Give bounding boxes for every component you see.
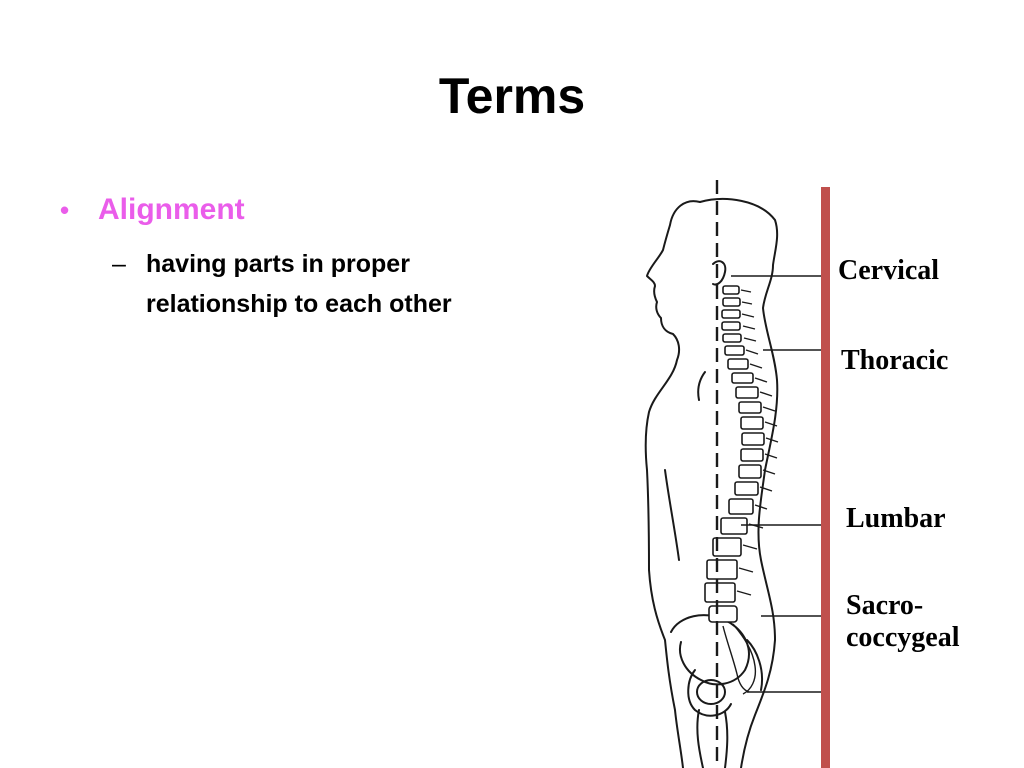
label-lumbar: Lumbar bbox=[846, 503, 946, 534]
sub-bullet-dash-icon: – bbox=[112, 250, 126, 278]
slide-title: Terms bbox=[438, 68, 586, 124]
label-thoracic: Thoracic bbox=[841, 345, 949, 376]
bullet-item: • Alignment bbox=[60, 190, 245, 230]
label-sacro-line1: Sacro- bbox=[846, 590, 924, 621]
bullet-term: Alignment bbox=[98, 193, 245, 226]
sub-bullet-definition: having parts in proper relationship to e… bbox=[146, 250, 452, 318]
label-sacrococcygeal: Sacro- coccygeal bbox=[846, 590, 1016, 654]
label-sacro-line2: coccygeal bbox=[846, 622, 960, 653]
sub-bullet-item: – having parts in proper relationship to… bbox=[112, 244, 476, 324]
spine-figure-illustration bbox=[644, 180, 823, 768]
reference-vertical-line bbox=[821, 187, 830, 768]
bullet-dot-icon: • bbox=[60, 195, 70, 225]
label-cervical: Cervical bbox=[838, 255, 940, 286]
